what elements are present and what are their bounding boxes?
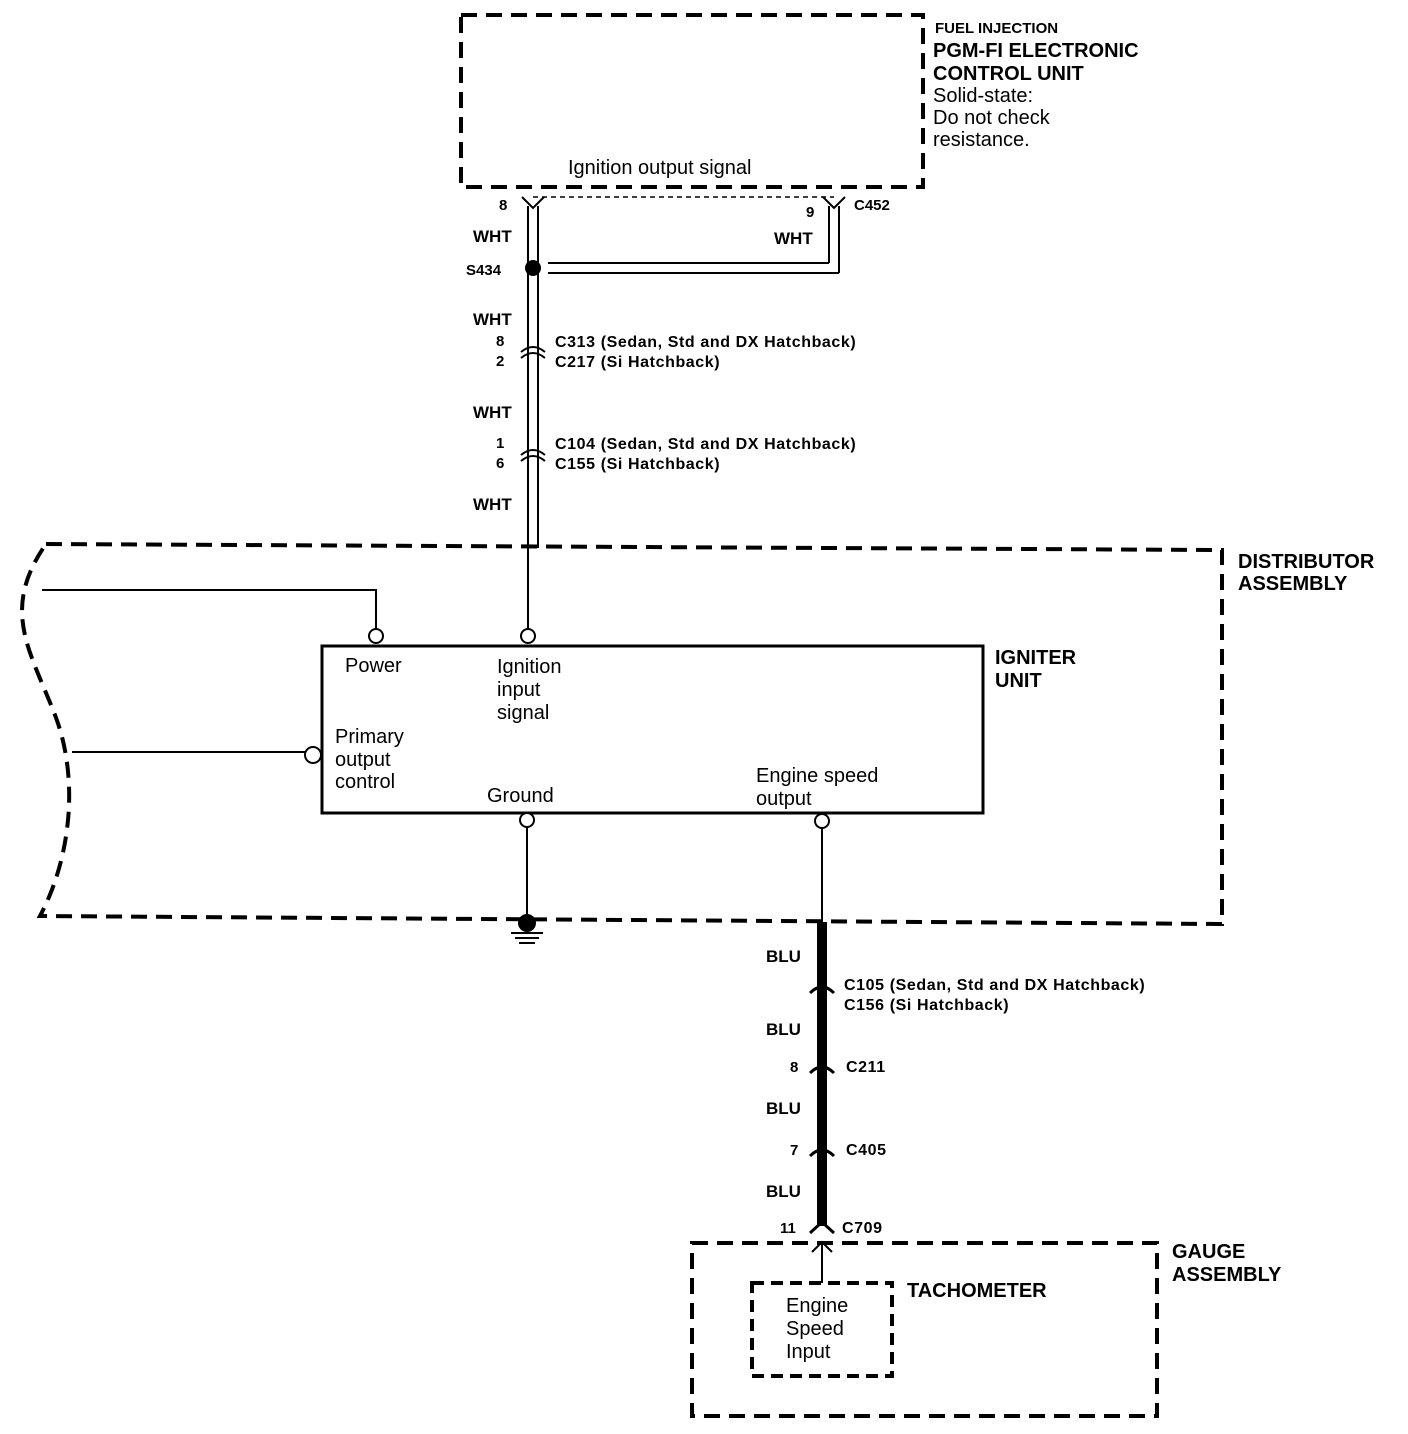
igniter-ign-label-2: input	[497, 679, 541, 701]
igniter-ground-label: Ground	[487, 785, 554, 807]
connector-symbol-c452-b	[822, 196, 846, 210]
igniter-power-label: Power	[345, 655, 402, 677]
distributor-title-2: ASSEMBLY	[1238, 573, 1348, 595]
ecu-note-1: Solid-state:	[933, 85, 1033, 107]
ignition-input-terminal	[520, 628, 536, 644]
igniter-eso-label-2: output	[756, 788, 812, 810]
power-wire	[42, 589, 377, 629]
connector-symbol-c211	[808, 1065, 836, 1075]
gauge-title-2: ASSEMBLY	[1172, 1264, 1282, 1286]
ecu-box	[459, 13, 925, 189]
ecu-title-2: PGM-FI ELECTRONIC	[933, 40, 1139, 62]
wire-color-wht-1: WHT	[473, 227, 512, 246]
igniter-prim-label-2: output	[335, 749, 391, 771]
distributor-box	[20, 541, 1224, 927]
igniter-prim-label-3: control	[335, 771, 395, 793]
tach-input-label-3: Input	[786, 1341, 831, 1363]
wire-color-blu-4: BLU	[766, 1182, 801, 1201]
igniter-ign-label-3: signal	[497, 702, 549, 724]
tach-input-label-2: Speed	[786, 1318, 844, 1340]
connector-symbol-c155	[520, 455, 546, 462]
ecu-signal-label: Ignition output signal	[568, 157, 751, 179]
connector-c405: C405	[846, 1142, 887, 1159]
tach-input-label-1: Engine	[786, 1295, 848, 1317]
connector-c211: C211	[846, 1059, 886, 1076]
ecu-title-1: FUEL INJECTION	[935, 20, 1058, 37]
primary-output-terminal	[304, 746, 322, 764]
igniter-title-1: IGNITER	[995, 647, 1077, 669]
c313-pin: 8	[496, 333, 504, 350]
gauge-assembly-box	[690, 1241, 1159, 1418]
connector-symbol-c217	[520, 352, 546, 359]
connector-symbol-c452-a	[521, 196, 545, 210]
engine-speed-terminal	[814, 813, 830, 829]
connector-c155: C155 (Si Hatchback)	[555, 456, 720, 473]
ground-junction	[518, 914, 536, 932]
connector-c452: C452	[854, 197, 890, 214]
c405-pin: 7	[790, 1142, 798, 1159]
ecu-note-3: resistance.	[933, 129, 1030, 151]
splice-label: S434	[466, 262, 502, 279]
connector-symbol-c405	[808, 1148, 836, 1158]
igniter-ign-label-1: Ignition	[497, 656, 562, 678]
c211-pin: 8	[790, 1059, 798, 1076]
wire-color-blu-3: BLU	[766, 1099, 801, 1118]
c709-pin: 11	[780, 1220, 796, 1237]
power-terminal	[368, 628, 384, 644]
ecu-note-2: Do not check	[933, 107, 1051, 129]
ecu-pin-9: 9	[806, 204, 814, 221]
wire-color-wht-2: WHT	[774, 229, 813, 248]
splice-s434	[525, 260, 541, 276]
connector-c217: C217 (Si Hatchback)	[555, 354, 720, 371]
c104-pin: 1	[496, 435, 504, 452]
wire-color-wht-4: WHT	[473, 403, 512, 422]
connector-c105: C105 (Sedan, Std and DX Hatchback)	[844, 977, 1145, 994]
connector-symbol-c105	[808, 985, 836, 995]
wire-color-wht-3: WHT	[473, 310, 512, 329]
tachometer-box	[750, 1281, 894, 1378]
connector-symbol-c104	[520, 449, 546, 456]
connector-symbol-c709-top	[808, 1219, 836, 1235]
igniter-title-2: UNIT	[995, 670, 1042, 692]
connector-c313: C313 (Sedan, Std and DX Hatchback)	[555, 334, 856, 351]
tachometer-title: TACHOMETER	[907, 1280, 1047, 1302]
connector-c156: C156 (Si Hatchback)	[844, 997, 1009, 1014]
ecu-pin-8: 8	[499, 197, 507, 214]
wire-color-blu-2: BLU	[766, 1020, 801, 1039]
wire-color-wht-5: WHT	[473, 495, 512, 514]
igniter-box	[320, 644, 985, 815]
ground-terminal	[519, 812, 535, 828]
connector-c709: C709	[842, 1220, 883, 1237]
connector-c104: C104 (Sedan, Std and DX Hatchback)	[555, 436, 856, 453]
c217-pin: 2	[496, 353, 504, 370]
distributor-title-1: DISTRIBUTOR	[1238, 551, 1375, 573]
connector-symbol-c313	[520, 346, 546, 353]
gauge-title-1: GAUGE	[1172, 1241, 1245, 1263]
igniter-prim-label-1: Primary	[335, 726, 404, 748]
ecu-title-3: CONTROL UNIT	[933, 63, 1084, 85]
c155-pin: 6	[496, 455, 504, 472]
igniter-eso-label-1: Engine speed	[756, 765, 878, 787]
wire-color-blu-1: BLU	[766, 947, 801, 966]
